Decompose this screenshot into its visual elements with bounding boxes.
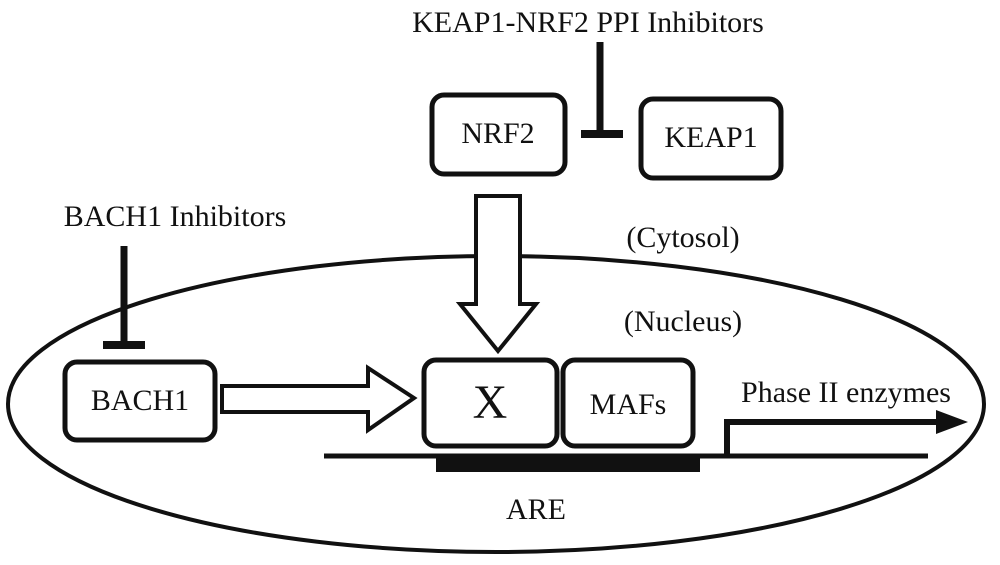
keap1-box: KEAP1 bbox=[638, 96, 784, 181]
keap1-nrf2-inhibitors-label: KEAP1-NRF2 PPI Inhibitors bbox=[412, 6, 764, 39]
nrf2-to-x-arrow bbox=[455, 194, 541, 355]
mafs-label: MAFs bbox=[590, 388, 667, 421]
are-label: ARE bbox=[506, 493, 566, 526]
x-box: X bbox=[421, 357, 560, 449]
mafs-box: MAFs bbox=[560, 357, 696, 449]
bach1-box: BACH1 bbox=[62, 359, 218, 443]
transcription-arrow bbox=[724, 410, 968, 456]
phase2-enzymes-label: Phase II enzymes bbox=[741, 376, 951, 409]
are-element bbox=[436, 455, 700, 472]
cytosol-label: (Cytosol) bbox=[626, 221, 739, 254]
keap1-label: KEAP1 bbox=[664, 121, 757, 154]
x-label: X bbox=[473, 376, 508, 429]
nucleus-label: (Nucleus) bbox=[624, 305, 742, 338]
nrf2-box: NRF2 bbox=[429, 92, 568, 177]
keap1-nrf2-inhibition-symbol bbox=[581, 42, 623, 138]
bach1-inhibition-symbol bbox=[103, 246, 145, 349]
bach1-inhibitors-label: BACH1 Inhibitors bbox=[64, 200, 287, 233]
bach1-label: BACH1 bbox=[91, 384, 189, 417]
nrf2-label: NRF2 bbox=[461, 117, 534, 150]
bach1-to-x-arrow bbox=[220, 364, 418, 434]
